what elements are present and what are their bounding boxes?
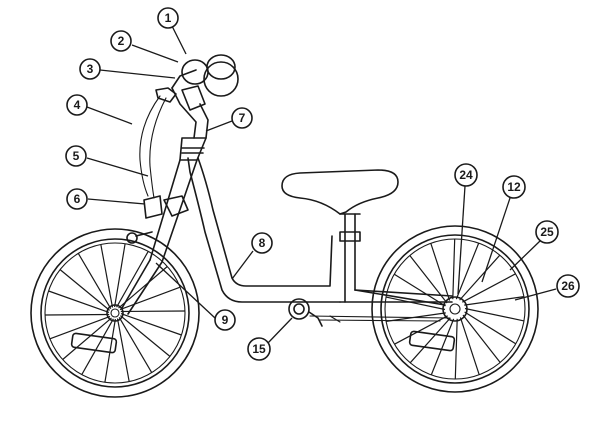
front-wheel-spokes xyxy=(44,243,186,383)
callout-label: 6 xyxy=(74,192,81,206)
bike-frame xyxy=(121,137,453,327)
spoke xyxy=(100,244,114,308)
callout-label: 25 xyxy=(540,225,554,239)
spoke xyxy=(77,253,112,310)
callout-label: 3 xyxy=(87,62,94,76)
spoke xyxy=(49,315,111,340)
callout-label: 12 xyxy=(507,180,521,194)
spoke xyxy=(48,290,110,313)
spoke xyxy=(409,317,451,364)
spoke xyxy=(116,318,130,382)
callout-c3: 3 xyxy=(79,58,101,80)
spoke xyxy=(454,318,458,380)
spoke xyxy=(464,296,524,306)
spoke xyxy=(464,307,525,322)
front-wheel xyxy=(30,228,200,398)
spoke xyxy=(120,315,171,357)
spoke xyxy=(118,316,153,373)
callout-c1: 1 xyxy=(157,7,179,29)
spoke xyxy=(114,243,126,308)
spoke xyxy=(462,273,516,303)
callout-c7: 7 xyxy=(231,107,253,129)
callout-label: 15 xyxy=(252,342,266,356)
callout-c2: 2 xyxy=(110,30,132,52)
spoke xyxy=(116,251,149,308)
spoke xyxy=(44,313,110,316)
callout-label: 5 xyxy=(73,149,80,163)
saddle xyxy=(281,169,399,215)
callout-c12: 12 xyxy=(502,175,526,199)
callout-label: 4 xyxy=(74,98,81,112)
callout-c24: 24 xyxy=(454,163,478,187)
callout-label: 2 xyxy=(118,34,125,48)
spoke xyxy=(430,243,451,301)
callout-c25: 25 xyxy=(535,220,559,244)
callout-c8: 8 xyxy=(251,232,273,254)
spoke xyxy=(120,310,186,313)
callout-label: 9 xyxy=(222,313,229,327)
callout-c4: 4 xyxy=(66,94,88,116)
rear-wheel xyxy=(371,225,539,393)
callout-c26: 26 xyxy=(556,274,580,298)
spoke xyxy=(393,273,446,307)
spoke xyxy=(455,242,480,300)
spoke xyxy=(120,313,182,336)
spoke xyxy=(459,317,480,375)
spoke xyxy=(104,318,116,383)
spoke xyxy=(81,318,114,375)
spoke xyxy=(385,296,446,311)
handlebar-assembly xyxy=(126,54,239,244)
spoke xyxy=(464,311,517,345)
callout-label: 8 xyxy=(259,236,266,250)
callout-label: 26 xyxy=(561,279,575,293)
callout-c6: 6 xyxy=(66,188,88,210)
spoke xyxy=(459,254,501,301)
spoke xyxy=(59,269,110,311)
rear-wheel-spokes xyxy=(385,238,525,380)
spoke xyxy=(462,314,501,363)
callout-c9: 9 xyxy=(214,309,236,331)
callout-label: 7 xyxy=(239,111,246,125)
callout-label: 1 xyxy=(165,11,172,25)
callout-c15: 15 xyxy=(247,337,271,361)
callout-label: 24 xyxy=(459,168,473,182)
callout-c5: 5 xyxy=(65,145,87,167)
callout-leader-lines xyxy=(86,25,557,345)
spoke xyxy=(452,238,456,300)
spoke xyxy=(430,318,455,376)
spoke xyxy=(62,317,112,360)
spoke xyxy=(119,286,181,311)
